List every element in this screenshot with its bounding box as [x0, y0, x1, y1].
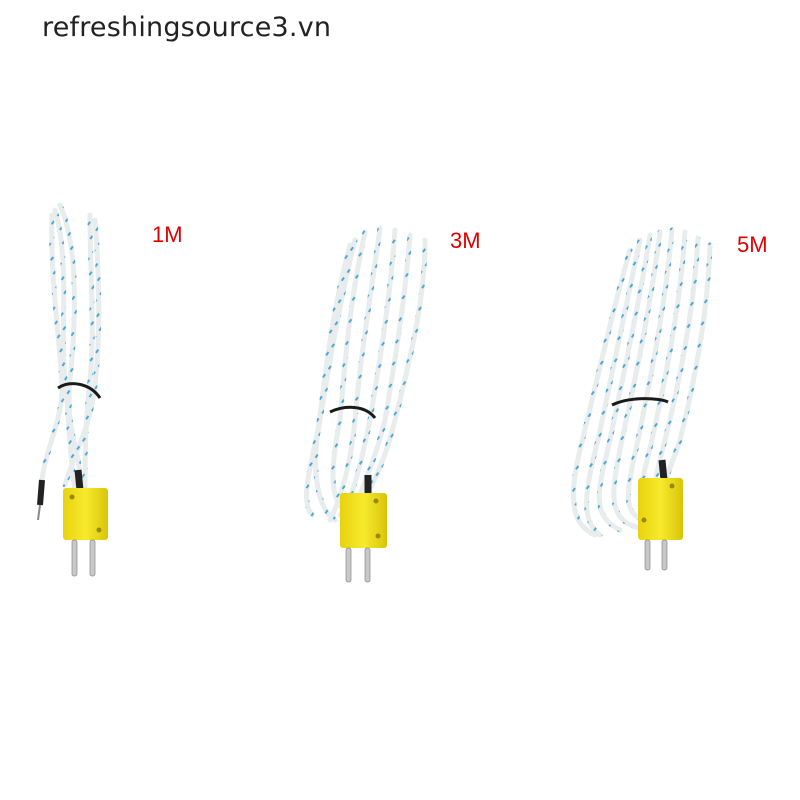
connector-3m: [340, 493, 387, 548]
lead-black-1m: [74, 469, 84, 491]
watermark-text: refreshingsource3.vn: [42, 12, 332, 43]
pin-left-3m: [345, 547, 352, 583]
pin-right-3m: [364, 547, 371, 583]
pin-right-1m: [89, 539, 96, 577]
length-label-5m: 5M: [737, 232, 768, 257]
pin-right-5m: [661, 539, 668, 571]
lead-black-5m: [658, 459, 668, 481]
cable-coil-1m: [39, 202, 102, 498]
thermocouple-1m: [37, 202, 108, 577]
cable-tie-1m: [57, 382, 102, 399]
cable-tie-5m: [611, 397, 669, 407]
connector-1m: [63, 488, 108, 540]
thermocouple-3m: [303, 225, 428, 583]
pin-left-1m: [71, 539, 78, 577]
length-label-1m: 1M: [152, 222, 183, 247]
connector-5m: [638, 478, 683, 540]
cable-tie-3m: [329, 405, 377, 420]
lead-wire-1m: [37, 479, 45, 506]
pin-left-5m: [644, 539, 651, 571]
bare-wire-1m: [37, 504, 41, 521]
thermocouple-5m: [570, 227, 713, 571]
length-label-3m: 3M: [450, 228, 481, 253]
